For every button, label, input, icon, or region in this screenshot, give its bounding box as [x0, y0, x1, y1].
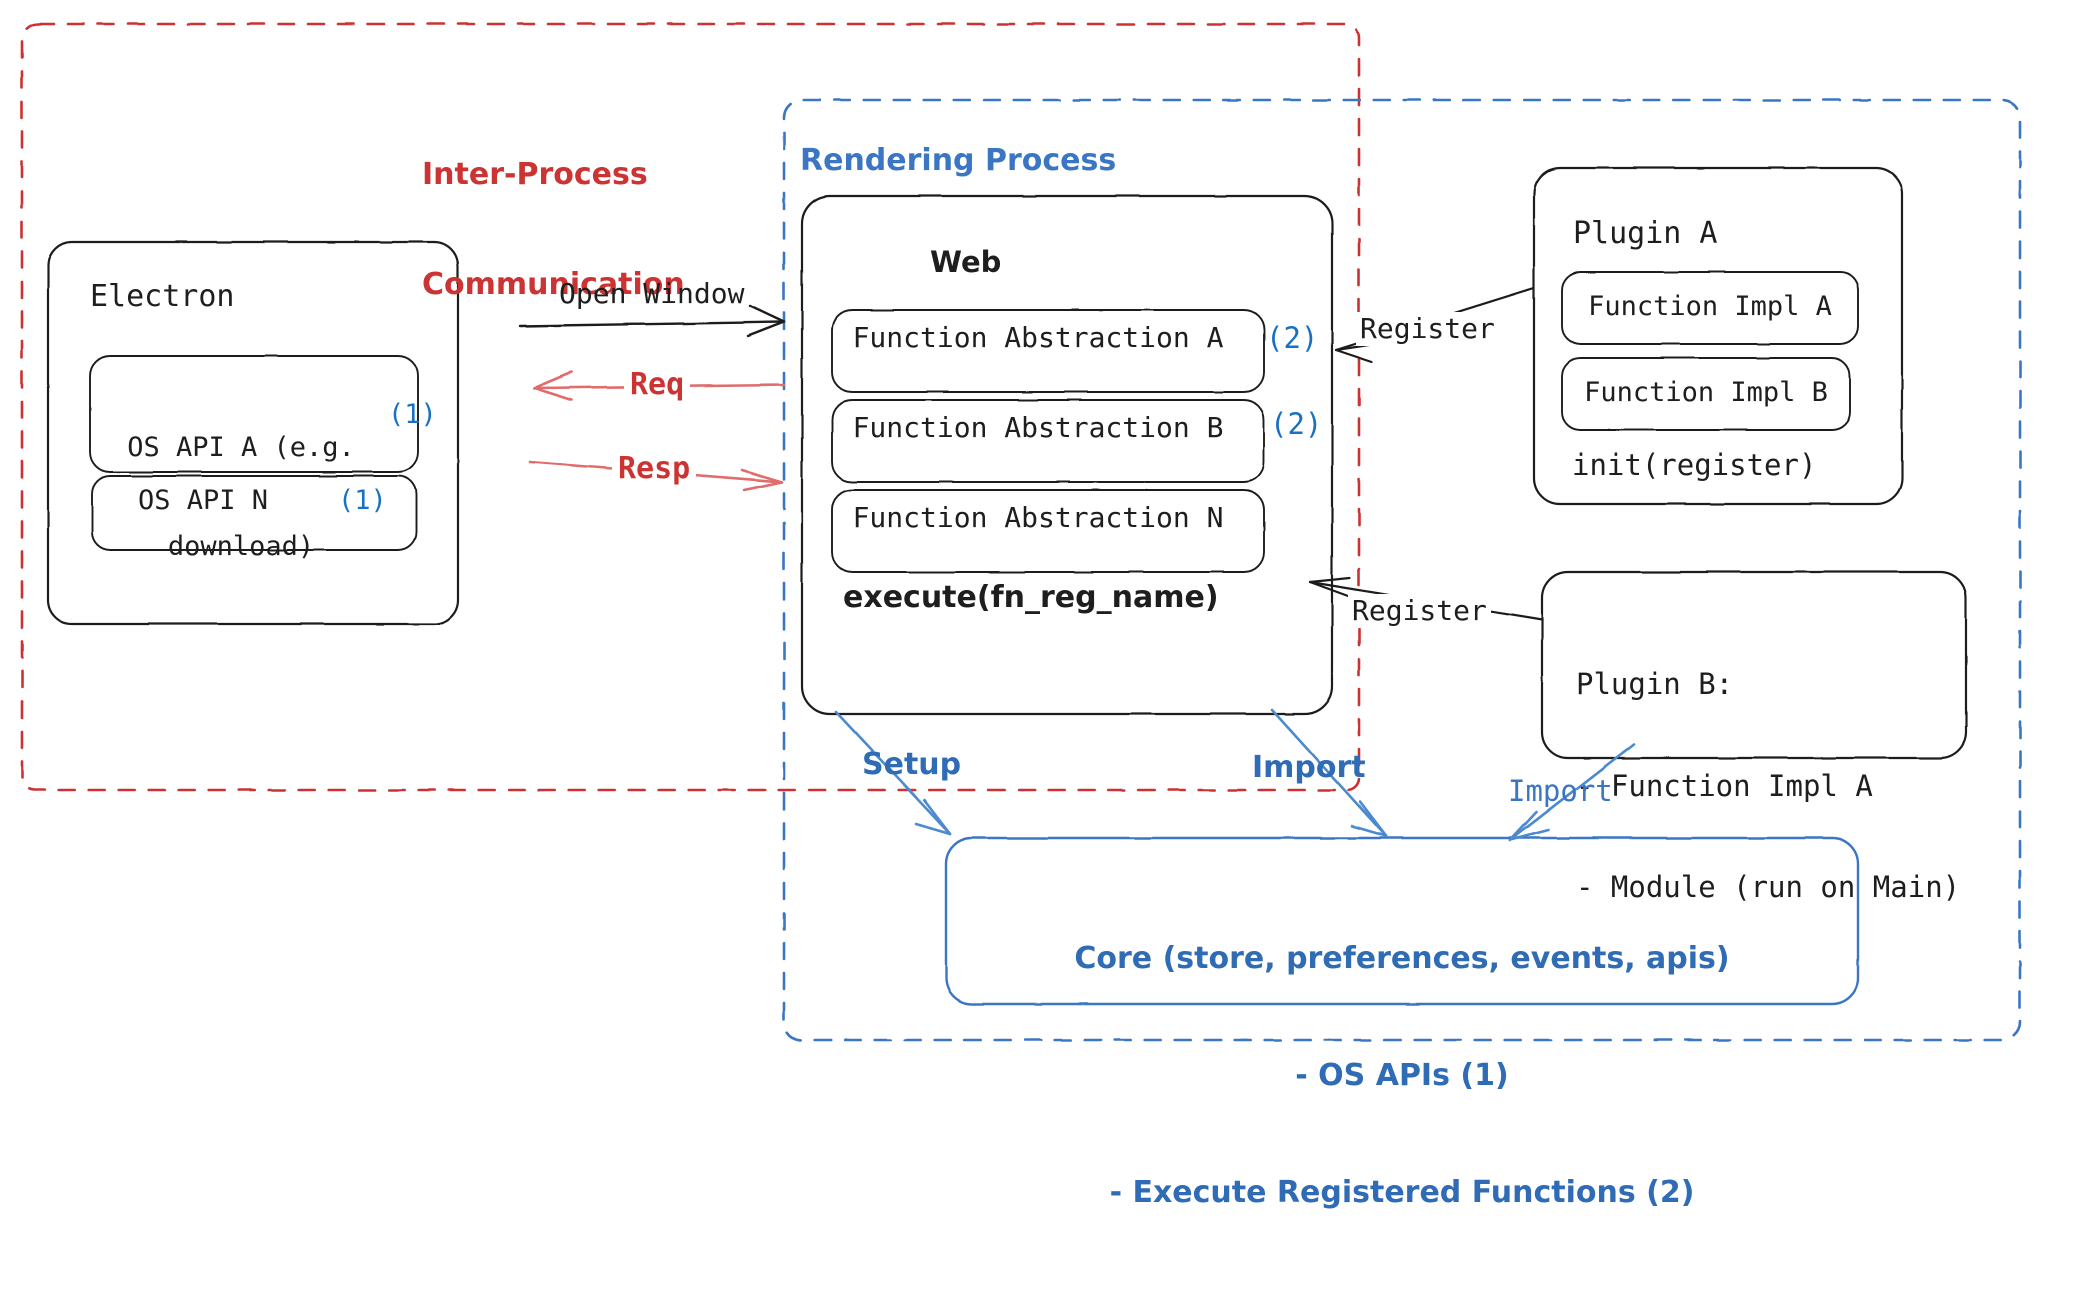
node-fn-abstraction-a-box	[831, 309, 1265, 393]
marker-os-api-n: (1)	[338, 485, 387, 516]
node-label-fn-impl-b: Function Impl B	[1584, 377, 1828, 408]
group-ipc-boundary	[20, 22, 1361, 792]
node-fn-impl-b-box	[1561, 357, 1851, 431]
group-rendering-boundary	[782, 98, 2022, 1042]
node-label-fn-abstraction-a: Function Abstraction A	[852, 321, 1224, 354]
node-block-core: Core (store, preferences, events, apis) …	[946, 861, 1858, 1290]
node-os-api-n-box	[91, 475, 417, 551]
diagram-canvas: Inter-Process Communication Rendering Pr…	[20, 22, 2022, 1210]
group-label-ipc: Inter-Process Communication	[422, 84, 685, 377]
node-label-fn-abstraction-n: Function Abstraction N	[852, 501, 1224, 534]
edge-import-plugin-b	[1508, 742, 1636, 842]
node-footer-web-execute: execute(fn_reg_name)	[843, 580, 1219, 615]
node-block-plugin-b: Plugin B: - Function Impl A - Module (ru…	[1576, 600, 1960, 973]
node-label-plugin-b-line1: - Function Impl A	[1576, 768, 1873, 803]
edge-label-import-plugin-b: Import	[1508, 774, 1613, 808]
node-title-web: Web	[930, 245, 1002, 279]
edge-label-import-web: Import	[1252, 750, 1366, 785]
marker-os-api-a: (1)	[388, 399, 437, 430]
group-label-ipc-line2: Communication	[422, 266, 685, 302]
edge-label-req: Req	[624, 367, 691, 404]
edge-label-register-plugin-b: Register	[1348, 594, 1491, 629]
node-label-core-line2: - OS APIs (1)	[1295, 1058, 1509, 1093]
node-fn-abstraction-n-box	[831, 489, 1265, 573]
node-os-api-a-box	[89, 355, 419, 473]
marker-fn-abstraction-b: (2)	[1270, 407, 1323, 441]
node-fn-abstraction-b-box	[831, 399, 1265, 483]
group-label-ipc-line1: Inter-Process	[422, 157, 648, 193]
node-core-box	[944, 836, 1860, 1006]
edge-import-web	[1270, 708, 1388, 838]
node-label-core-line1: Core (store, preferences, events, apis)	[1074, 941, 1730, 976]
node-footer-plugin-a-init: init(register)	[1572, 448, 1817, 482]
node-title-plugin-b: Plugin B:	[1576, 666, 1734, 701]
node-label-os-api-a-line2: download)	[167, 530, 315, 562]
edge-label-open-window: Open Window	[559, 277, 745, 310]
group-label-rendering-process: Rendering Process	[800, 143, 1117, 178]
edge-open-window	[518, 304, 786, 338]
node-title-plugin-a: Plugin A	[1573, 216, 1718, 251]
node-fn-impl-a-box	[1561, 271, 1859, 345]
node-label-core-line3: - Execute Registered Functions (2)	[1109, 1175, 1695, 1210]
node-label-os-api-a: OS API A (e.g. download)	[96, 366, 386, 630]
node-label-os-api-n: OS API N	[137, 485, 269, 516]
node-label-fn-impl-a: Function Impl A	[1588, 291, 1832, 322]
edge-label-register-plugin-a: Register	[1356, 312, 1499, 347]
edge-setup	[834, 710, 952, 836]
edge-label-resp: Resp	[612, 451, 697, 488]
node-label-os-api-a-line1: OS API A (e.g.	[127, 431, 355, 463]
node-title-electron: Electron	[90, 279, 235, 314]
diagram-svg	[20, 22, 2022, 1042]
node-label-fn-abstraction-b: Function Abstraction B	[852, 411, 1224, 444]
node-plugin-b-box	[1540, 570, 1968, 760]
node-label-plugin-b-line2: - Module (run on Main)	[1576, 870, 1961, 905]
marker-fn-abstraction-a: (2)	[1266, 321, 1319, 355]
edge-label-setup: Setup	[862, 747, 962, 782]
